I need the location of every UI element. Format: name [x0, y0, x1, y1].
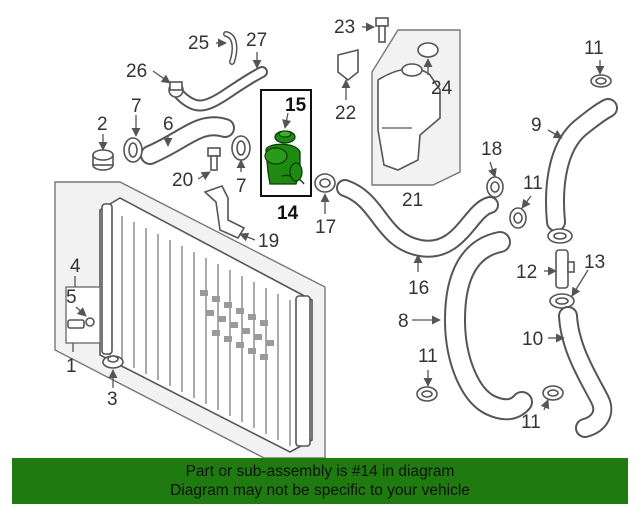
- callout-26: 26: [126, 61, 147, 82]
- callout-12: 12: [516, 262, 537, 283]
- hose-clamp-7b: [231, 135, 251, 161]
- hose-part-8: [443, 231, 533, 421]
- callout-3: 3: [107, 389, 118, 410]
- callout-7a: 7: [131, 96, 142, 117]
- connector-part-12: [555, 249, 575, 289]
- hose-clamp-7a: [123, 137, 143, 163]
- part-14-water-outlet: [264, 130, 305, 185]
- callout-6: 6: [163, 114, 174, 135]
- callout-20: 20: [172, 170, 193, 191]
- callout-1: 1: [66, 356, 77, 377]
- callout-18: 18: [481, 139, 502, 160]
- callout-15: 15: [285, 95, 307, 116]
- hose-part-9: [545, 98, 618, 232]
- banner-line-2: Diagram may not be specific to your vehi…: [170, 482, 470, 499]
- callout-24: 24: [431, 78, 453, 99]
- callout-21: 21: [402, 190, 423, 211]
- callout-19: 19: [258, 231, 279, 252]
- callout-22: 22: [335, 103, 356, 124]
- parts-diagram: 1 2 3 4 5 6 7 7 8 9 10 11 11 11 11 12 13…: [54, 17, 618, 458]
- callout-11b: 11: [523, 173, 543, 194]
- callout-labels: 1 2 3 4 5 6 7 7 8 9 10 11 11 11 11 12 13…: [66, 17, 605, 433]
- bracket-part-22: [337, 48, 359, 82]
- bypass-hose-part: [168, 31, 268, 112]
- hose-clamp-17: [314, 173, 336, 193]
- hose-clamp-13b: [549, 293, 575, 309]
- upper-hose-part: [140, 116, 235, 165]
- callout-23: 23: [334, 17, 355, 38]
- callout-11a: 11: [584, 38, 604, 59]
- bracket-part-19: [203, 185, 246, 240]
- callout-27: 27: [246, 30, 267, 51]
- callout-9: 9: [531, 115, 542, 136]
- drain-plug-part: [67, 317, 95, 329]
- callout-10: 10: [522, 329, 543, 350]
- hose-clamp-11d: [542, 385, 564, 401]
- hose-clamp-13a: [547, 228, 573, 244]
- callout-13: 13: [584, 252, 605, 273]
- reservoir-cap-24: [417, 42, 439, 58]
- bolt-part-23: [375, 17, 389, 43]
- leader-lines: [72, 22, 605, 411]
- callout-25: 25: [188, 33, 209, 54]
- callout-5: 5: [66, 287, 77, 308]
- hose-clamp-11b: [509, 207, 527, 229]
- hose-clamp-11c: [416, 386, 438, 402]
- mount-cushion-part: [92, 149, 114, 171]
- callout-11c: 11: [418, 346, 438, 367]
- callout-8: 8: [398, 311, 409, 332]
- lower-cushion-part: [102, 355, 124, 369]
- callout-16: 16: [408, 278, 429, 299]
- callout-4: 4: [70, 256, 81, 277]
- callout-7b: 7: [236, 176, 247, 197]
- callout-11d: 11: [521, 412, 541, 433]
- banner-line-1: Part or sub-assembly is #14 in diagram: [185, 463, 455, 480]
- hose-part-10: [558, 306, 613, 438]
- hose-clamp-11a: [590, 74, 612, 88]
- bolt-part-20: [207, 147, 221, 171]
- callout-17: 17: [315, 217, 336, 238]
- hose-clamp-18: [486, 176, 504, 198]
- callout-14: 14: [277, 203, 299, 224]
- callout-2: 2: [97, 114, 108, 135]
- reservoir-assembly: [371, 29, 461, 186]
- info-banner: Part or sub-assembly is #14 in diagram D…: [12, 458, 628, 504]
- lower-hose-part-16: [336, 179, 499, 258]
- radiator-assembly: [54, 181, 326, 458]
